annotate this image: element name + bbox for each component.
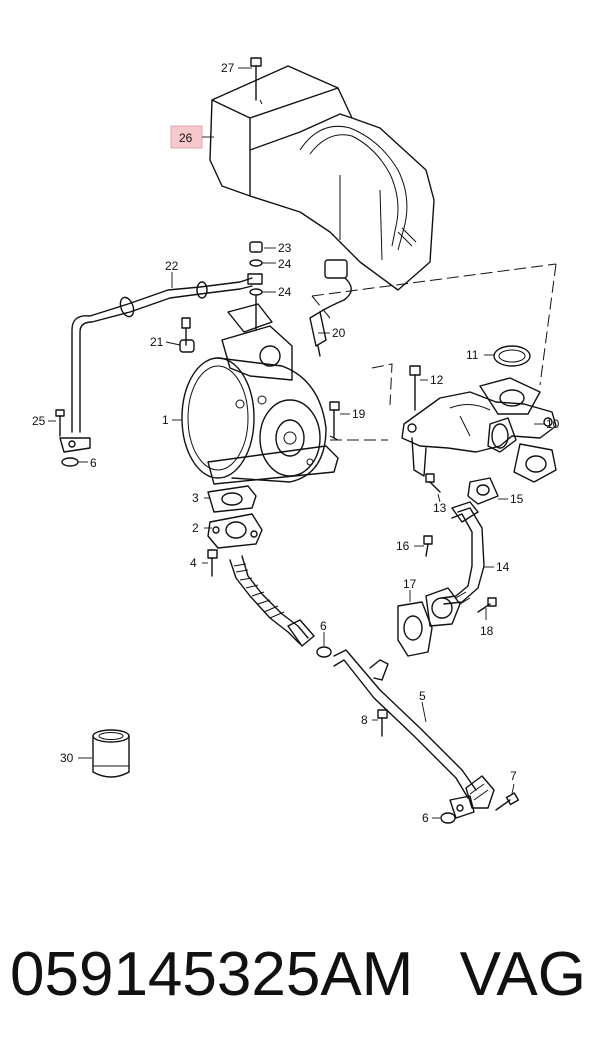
bolt-16 [423,535,433,557]
callout-10: 10 [546,417,560,431]
callout-26: 26 [179,131,193,145]
egr-pipe-14 [425,501,485,627]
leader-lines [48,67,544,819]
callout-16: 16 [396,539,410,553]
callout-24-lower: 24 [278,285,292,299]
sleeve-30 [92,729,130,778]
callout-13: 13 [433,501,447,515]
bolt-18 [477,597,497,613]
washer-6-left [61,457,79,467]
gasket-15 [467,477,499,505]
callout-19: 19 [352,407,366,421]
bolt-8 [377,709,388,737]
gasket-3 [207,485,257,513]
callout-3: 3 [192,491,199,505]
oil-return-pipe [229,555,332,658]
turbocharger [181,303,339,485]
callout-23: 23 [278,241,292,255]
egr-manifold-10 [401,377,557,483]
callout-7: 7 [510,769,517,783]
callout-6-bottom: 6 [422,811,429,825]
sensor-20 [309,259,352,357]
callout-18: 18 [480,624,494,638]
callout-24-upper: 24 [278,257,292,271]
callout-6-left: 6 [90,456,97,470]
callout-21: 21 [150,335,164,349]
valve-21 [179,317,195,353]
pipe-5 [333,649,495,819]
callout-1: 1 [162,413,169,427]
callout-11: 11 [466,348,479,362]
dashed-assembly-frame [311,263,557,441]
callout-5: 5 [419,689,426,703]
brand-name: VAG [459,940,586,1009]
callout-labels: 27 26 23 24 22 24 20 21 11 12 25 6 1 19 … [32,61,560,825]
callout-25: 25 [32,414,46,428]
bolt-27 [250,57,262,101]
callout-8: 8 [361,713,368,727]
bolt-4 [207,549,218,577]
bolt-19 [329,401,340,439]
oil-feed-line [59,277,253,453]
gasket-17 [397,601,433,657]
gasket-2 [207,513,263,549]
callout-6-mid: 6 [320,619,327,633]
part-number: 059145325AM [10,940,414,1009]
bolt-25 [55,409,65,437]
callout-14: 14 [496,560,510,574]
bolt-12 [409,365,421,411]
callout-12: 12 [430,373,444,387]
callout-4: 4 [190,556,197,570]
gasket-11 [493,345,531,367]
parts-diagram: 27 26 23 24 22 24 20 21 11 12 25 6 1 19 … [32,57,560,825]
callout-30: 30 [60,751,74,765]
callout-2: 2 [192,521,199,535]
callout-17: 17 [403,577,417,591]
bolt-13 [425,473,441,493]
bolt-7 [495,792,520,811]
heat-shield [209,65,435,291]
callout-27: 27 [221,61,235,75]
callout-22: 22 [165,259,179,273]
callout-15: 15 [510,492,524,506]
washer-6-bottom [440,812,456,824]
callout-20: 20 [332,326,346,340]
part-number-footer: 059145325AM VAG [0,925,600,1035]
